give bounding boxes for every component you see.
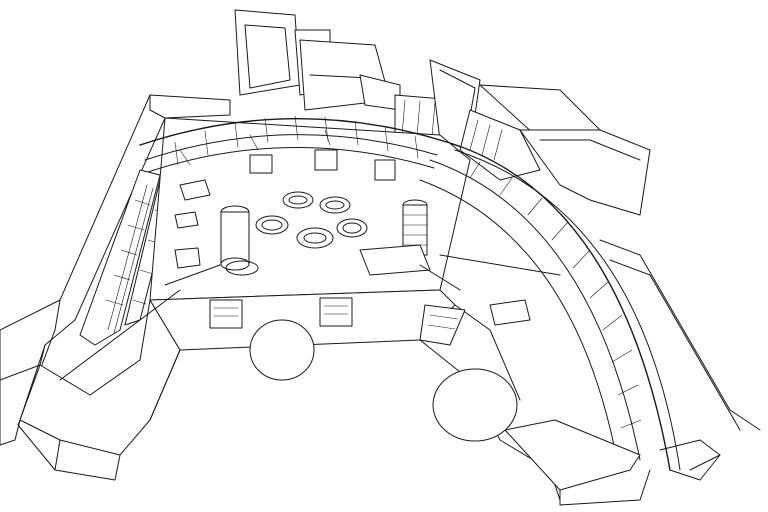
right-tower (359, 199, 431, 276)
front-cylinders (249, 319, 518, 442)
left-column (220, 205, 259, 276)
front-cabinets (209, 297, 466, 346)
left-wing-walls (0, 94, 231, 481)
diagonal-beams (59, 254, 561, 381)
east-outer-walls (599, 239, 761, 481)
back-rooms (234, 9, 481, 151)
right-back-structures (459, 84, 651, 216)
interior-furniture (174, 129, 531, 326)
ring-tables (255, 191, 368, 249)
curved-east-wall (419, 139, 681, 471)
curved-north-wall (139, 115, 441, 173)
